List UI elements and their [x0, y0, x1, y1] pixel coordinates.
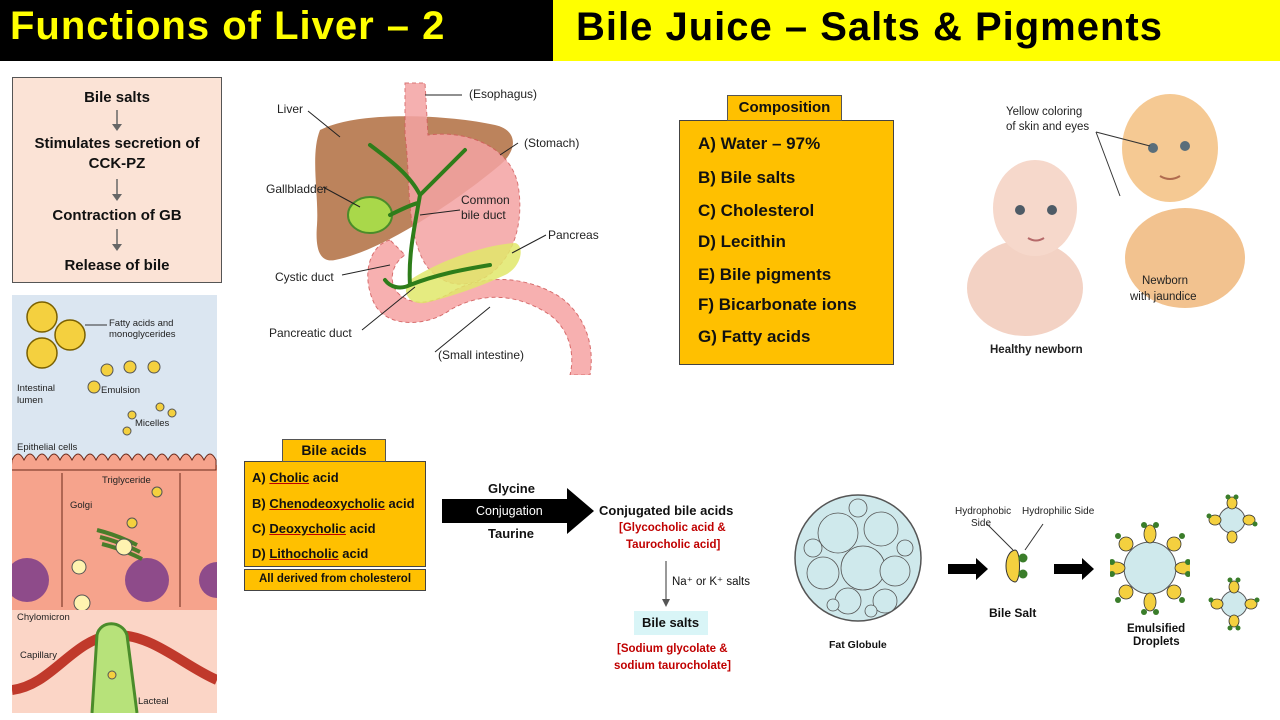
- emulsified-droplet-small-1: [1206, 494, 1258, 544]
- conjugation-arrow: [442, 488, 594, 534]
- label-yellow-coloring-1: Yellow coloring: [1006, 106, 1083, 118]
- label-cystic-duct: Cystic duct: [275, 270, 334, 284]
- bile-acids-box: A) Cholic acid B) Chenodeoxycholic acid …: [244, 461, 426, 567]
- label-micelles: Micelles: [135, 418, 170, 429]
- label-pancreatic-duct: Pancreatic duct: [269, 326, 352, 340]
- bile-acid-item: B) Chenodeoxycholic acid: [252, 496, 415, 511]
- label-emulsion: Emulsion: [101, 385, 141, 396]
- label-healthy-newborn: Healthy newborn: [990, 344, 1083, 356]
- flow-step-1: Bile salts: [84, 89, 150, 106]
- conjugated-sub-1: [Glycocholic acid &: [619, 522, 726, 534]
- flow-step-4: Release of bile: [64, 257, 170, 274]
- arrow-to-bile-salt: [948, 558, 988, 580]
- label-emulsified-1: Emulsified: [1127, 623, 1186, 635]
- page-title-right: Bile Juice – Salts & Pigments: [576, 5, 1163, 49]
- fat-globule: [794, 494, 922, 622]
- label-esophagus: (Esophagus): [469, 87, 538, 101]
- label-chylomicron: Chylomicron: [17, 612, 70, 623]
- flow-step-3: Contraction of GB: [52, 207, 182, 224]
- arrow-to-droplets: [1054, 558, 1094, 580]
- flow-arrow-1: [112, 110, 122, 131]
- label-newborn-1: Newborn: [1142, 275, 1189, 287]
- label-na-k-salts: Na⁺ or K⁺ salts: [672, 576, 750, 588]
- bile-acid-item: D) Lithocholic acid: [252, 546, 369, 561]
- bile-salts-sub-2: sodium taurocholate]: [614, 660, 731, 672]
- bile-salts-sub-1: [Sodium glycolate &: [617, 643, 728, 655]
- label-hydrophobic-2: Side: [971, 518, 992, 529]
- liver-anatomy-diagram: [307, 82, 592, 375]
- label-hydrophobic-1: Hydrophobic: [955, 506, 1012, 517]
- flow-arrow-2: [112, 179, 122, 201]
- bile-salts-title: Bile salts: [642, 615, 700, 630]
- salts-arrow: [662, 561, 670, 607]
- bile-acid-item: A) Cholic acid: [252, 470, 339, 485]
- composition-item: C) Cholesterol: [698, 201, 815, 220]
- bile-ducts: [368, 143, 492, 290]
- label-stomach: (Stomach): [524, 136, 580, 150]
- label-intestinal-2: lumen: [17, 395, 43, 406]
- label-lacteal: Lacteal: [138, 696, 169, 707]
- healthy-baby-body: [967, 240, 1083, 336]
- flow-step-2b: CCK-PZ: [88, 155, 146, 172]
- fat-absorption-diagram: [12, 295, 217, 713]
- label-bile-salt: Bile Salt: [989, 606, 1037, 620]
- label-fatty-acids-1: Fatty acids and: [109, 318, 174, 329]
- newborn-jaundice-illustration: [967, 94, 1245, 336]
- composition-item: B) Bile salts: [698, 168, 796, 187]
- composition-item: A) Water – 97%: [698, 134, 821, 153]
- label-intestinal-1: Intestinal: [17, 383, 56, 394]
- healthy-baby-head: [993, 160, 1077, 256]
- emulsified-droplet-small-2: [1208, 577, 1260, 631]
- label-capillary: Capillary: [20, 650, 57, 661]
- label-conjugation: Conjugation: [476, 504, 543, 518]
- composition-box: A) Water – 97% B) Bile salts C) Choleste…: [679, 120, 894, 365]
- label-common-bile-duct-1: Common: [461, 193, 510, 207]
- pancreas-shape: [405, 243, 521, 304]
- label-liver: Liver: [277, 102, 304, 116]
- flow-step-2: Stimulates secretion of: [34, 135, 200, 152]
- bile-acids-title: Bile acids: [282, 439, 386, 462]
- label-hydrophilic: Hydrophilic Side: [1022, 506, 1095, 517]
- page-title-left: Functions of Liver – 2: [10, 4, 446, 48]
- gallbladder-shape: [347, 196, 393, 234]
- composition-title: Composition: [727, 95, 842, 121]
- label-emulsified-2: Droplets: [1133, 636, 1180, 648]
- composition-item: F) Bicarbonate ions: [698, 295, 857, 314]
- label-pancreas: Pancreas: [548, 228, 599, 242]
- bile-salts-highlight: [634, 611, 708, 635]
- composition-item: D) Lecithin: [698, 232, 786, 251]
- bile-acids-footer: All derived from cholesterol: [244, 569, 426, 591]
- jaundice-baby-body: [1125, 208, 1245, 308]
- label-golgi: Golgi: [70, 500, 93, 511]
- composition-item: E) Bile pigments: [698, 265, 832, 284]
- label-epithelial: Epithelial cells: [17, 442, 78, 453]
- label-small-intestine: (Small intestine): [438, 348, 525, 362]
- bile-salt-molecule: [986, 523, 1044, 583]
- label-gallbladder: Gallbladder: [266, 182, 328, 196]
- bile-salt-flow-box: Bile salts Stimulates secretion of CCK-P…: [12, 77, 222, 283]
- emulsified-droplet-large: [1110, 522, 1190, 615]
- label-yellow-coloring-2: of skin and eyes: [1006, 121, 1090, 133]
- left-banner: [0, 0, 553, 61]
- jaundice-baby-head: [1122, 94, 1218, 202]
- label-glycine: Glycine: [488, 481, 535, 496]
- flow-arrow-3: [112, 229, 122, 251]
- label-newborn-2: with jaundice: [1130, 291, 1197, 303]
- label-common-bile-duct-2: bile duct: [461, 208, 506, 222]
- label-triglyceride: Triglyceride: [102, 475, 151, 486]
- right-banner: [553, 0, 1280, 61]
- bile-acid-item: C) Deoxycholic acid: [252, 521, 376, 536]
- label-fat-globule: Fat Globule: [829, 639, 887, 651]
- label-taurine: Taurine: [488, 526, 534, 541]
- label-fatty-acids-2: monoglycerides: [109, 329, 176, 340]
- conjugated-sub-2: Taurocholic acid]: [626, 539, 721, 551]
- composition-item: G) Fatty acids: [698, 327, 811, 346]
- anatomy-leader-lines: [307, 94, 547, 353]
- conjugated-bile-acids-title: Conjugated bile acids: [599, 503, 734, 518]
